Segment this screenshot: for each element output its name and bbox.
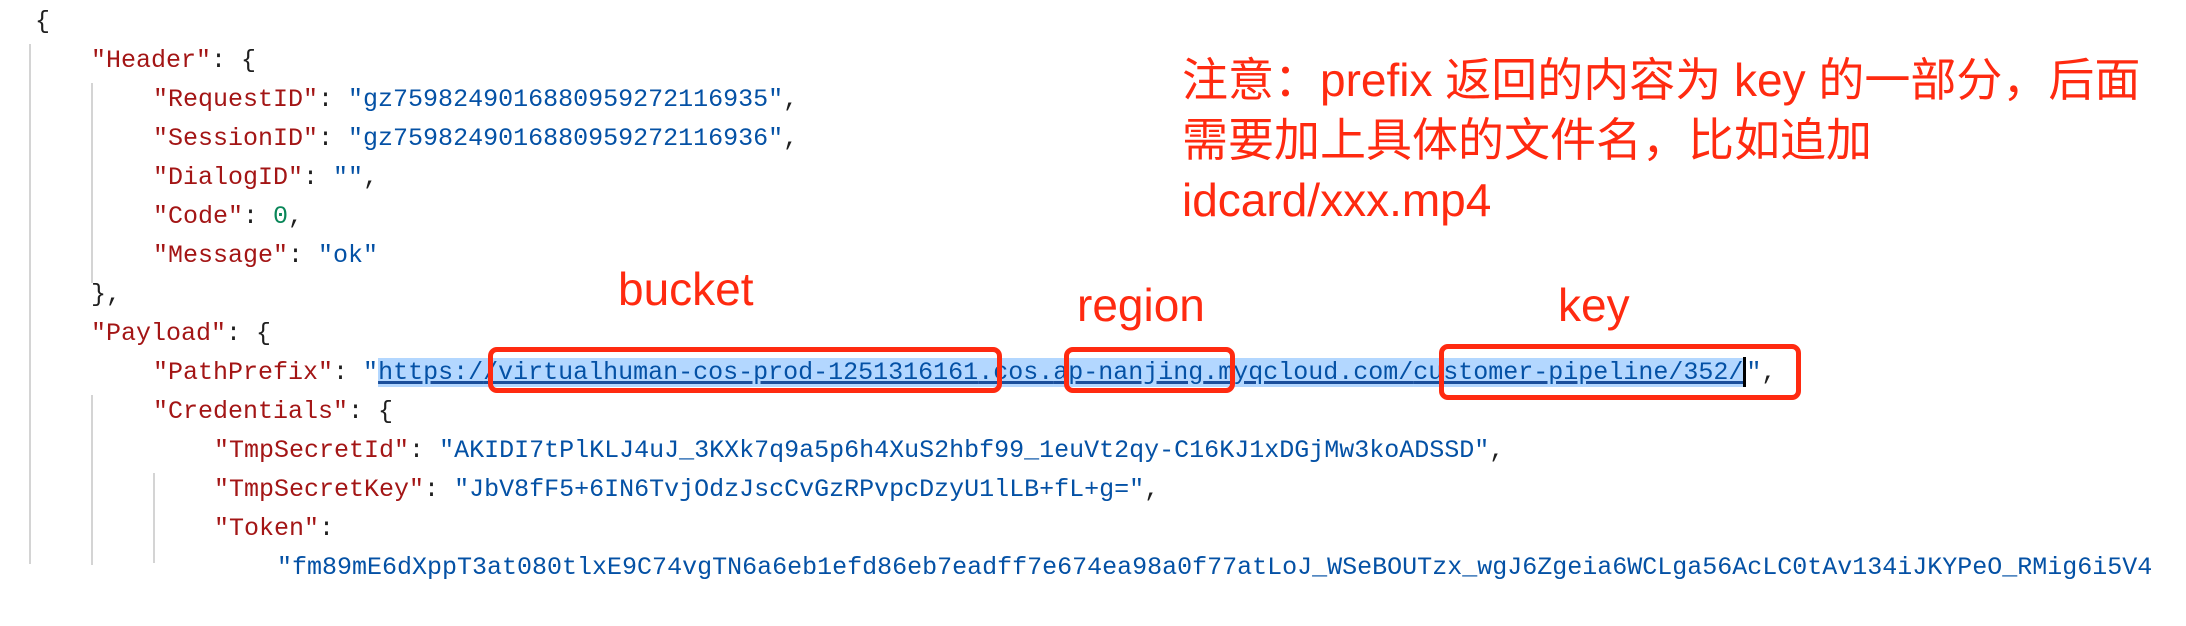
json-value: "gz7598249016880959272116936"	[348, 124, 784, 153]
path-prefix-url[interactable]: https://virtualhuman-cos-prod-1251316161…	[378, 358, 1744, 387]
text-caret	[1743, 357, 1747, 388]
json-value: 0	[273, 202, 289, 231]
indent-guide	[153, 473, 155, 563]
json-value: "AKIDI7tPlKLJ4uJ_3KXk7q9a5p6h4XuS2hbf99_…	[439, 436, 1490, 465]
region-label: region	[1077, 279, 1205, 331]
credentials-line[interactable]: "Credentials": {	[153, 397, 394, 426]
header-line[interactable]: "Header": {	[91, 46, 257, 75]
code-line[interactable]: "Code": 0,	[153, 202, 304, 231]
json-key: "Token"	[214, 514, 320, 543]
json-value: ""	[333, 163, 364, 192]
json-value: "fm89mE6dXppT3at080tlxE9C74vgTN6a6eb1efd…	[277, 553, 2153, 582]
indent-guide	[29, 44, 31, 564]
json-key: "PathPrefix"	[153, 358, 334, 387]
tmp-secret-id-line[interactable]: "TmpSecretId": "AKIDI7tPlKLJ4uJ_3KXk7q9a…	[214, 436, 1505, 465]
json-key: "TmpSecretKey"	[214, 475, 425, 504]
payload-line[interactable]: "Payload": {	[91, 319, 272, 348]
bucket-label: bucket	[618, 263, 754, 315]
json-key: "Payload"	[91, 319, 227, 348]
token-line[interactable]: "Token":	[214, 514, 335, 543]
json-key: "TmpSecretId"	[214, 436, 410, 465]
json-key: "RequestID"	[153, 85, 319, 114]
json-key: "Message"	[153, 241, 289, 270]
path-prefix-line[interactable]: "PathPrefix": "https://virtualhuman-cos-…	[153, 357, 1777, 388]
json-key: "SessionID"	[153, 124, 319, 153]
dialog-id-line[interactable]: "DialogID": "",	[153, 163, 379, 192]
json-open-brace: {	[35, 7, 51, 36]
url-region: ap-nanjing	[1053, 358, 1204, 387]
json-value: "ok"	[318, 241, 379, 270]
indent-guide	[91, 395, 93, 565]
json-key: "Header"	[91, 46, 212, 75]
region-highlight-box	[1064, 347, 1235, 393]
url-key: customer-pipeline/352/	[1413, 358, 1744, 387]
token-value[interactable]: "fm89mE6dXppT3at080tlxE9C74vgTN6a6eb1efd…	[277, 548, 2152, 587]
json-value: "JbV8fF5+6IN6TvjOdzJscCvGzRPvpcDzyU1lLB+…	[454, 475, 1145, 504]
bucket-highlight-box	[488, 347, 1002, 393]
url-bucket: /virtualhuman-cos-prod-1251316161	[483, 358, 979, 387]
json-value: "gz7598249016880959272116935"	[348, 85, 784, 114]
url-scheme: https:/	[378, 358, 484, 387]
json-key: "Credentials"	[153, 397, 349, 426]
key-highlight-box	[1439, 344, 1801, 400]
session-id-line[interactable]: "SessionID": "gz759824901688095927211693…	[153, 124, 799, 153]
url-cos: .cos.	[978, 358, 1054, 387]
annotation-note: 注意：prefix 返回的内容为 key 的一部分，后面需要加上具体的文件名，比…	[1182, 54, 2141, 226]
key-label: key	[1558, 279, 1630, 331]
tmp-secret-key-line[interactable]: "TmpSecretKey": "JbV8fF5+6IN6TvjOdzJscCv…	[214, 475, 1160, 504]
request-id-line[interactable]: "RequestID": "gz759824901688095927211693…	[153, 85, 799, 114]
message-line[interactable]: "Message": "ok"	[153, 241, 379, 270]
json-key: "Code"	[153, 202, 244, 231]
indent-guide	[91, 83, 93, 283]
url-domain: .myqcloud.com/	[1203, 358, 1414, 387]
header-close: },	[91, 280, 122, 309]
json-key: "DialogID"	[153, 163, 304, 192]
